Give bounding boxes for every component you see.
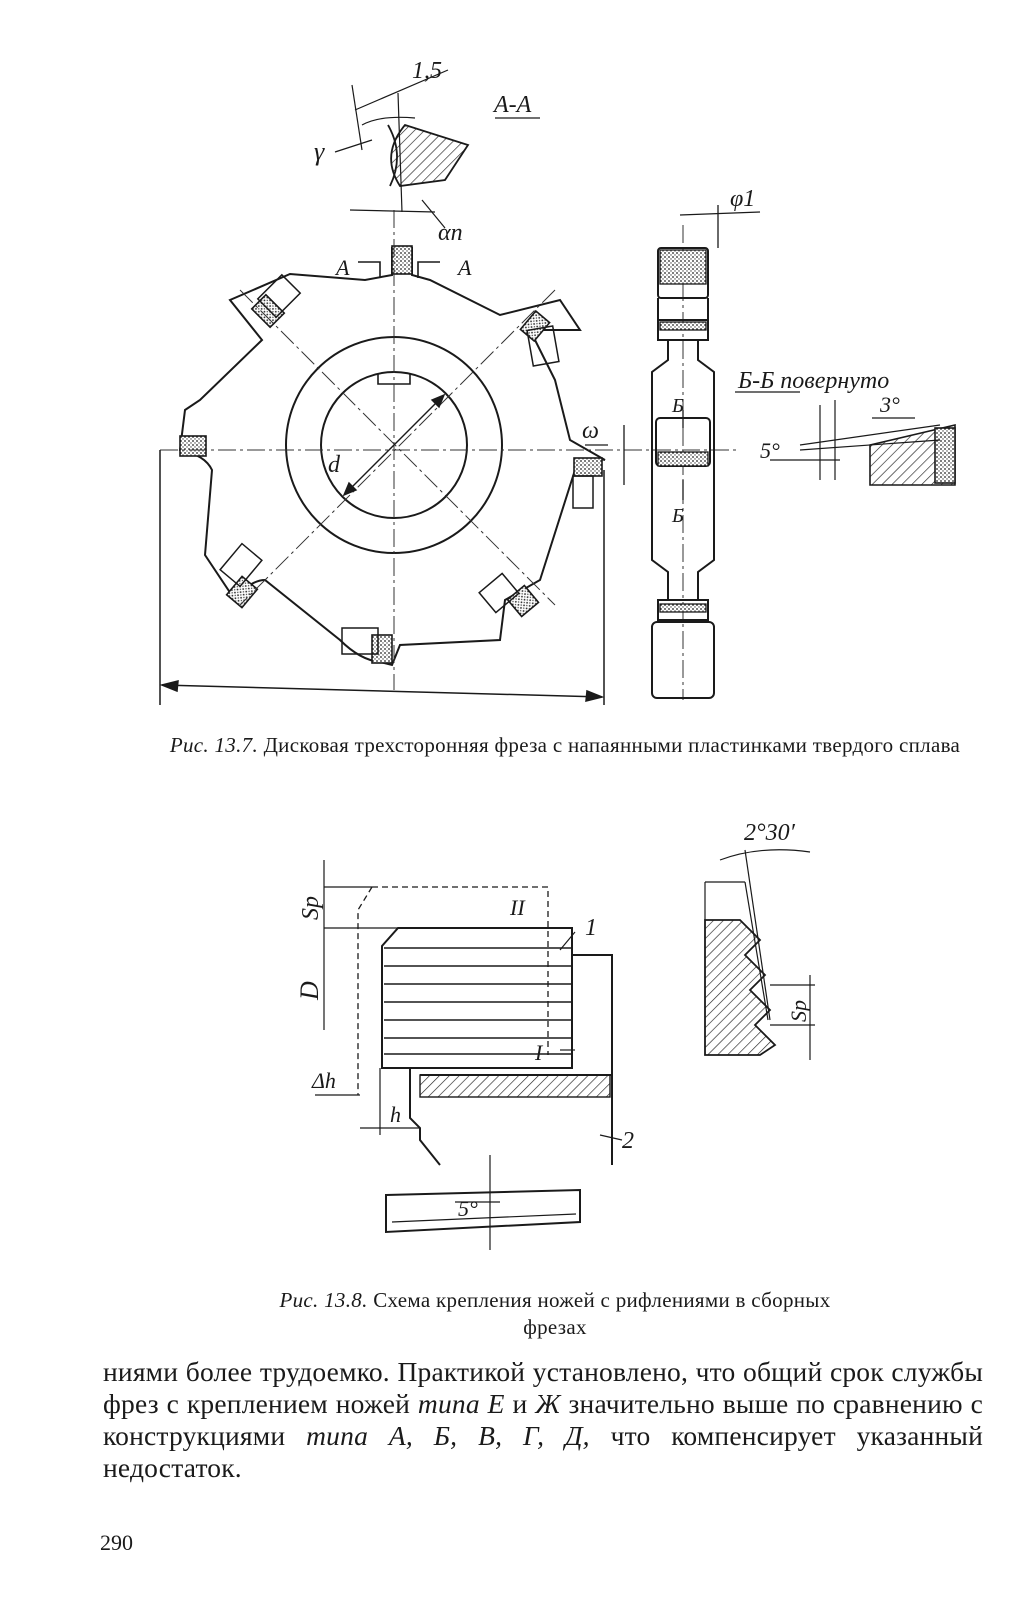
label-number-1: 1 (585, 915, 597, 941)
label-sp-left: Sp (298, 896, 324, 920)
label-angle-3: 3° (879, 392, 900, 417)
body-type-e: типа Е (417, 1388, 505, 1419)
body-types: типа А, Б, В, Г, Д, (306, 1420, 590, 1451)
caption-label: Рис. 13.8. (279, 1288, 368, 1312)
label-alpha-n: αn (438, 220, 463, 246)
label-d: d (328, 452, 341, 478)
caption-text: Схема крепления ножей с рифлениями в сбо… (373, 1288, 831, 1339)
caption-label: Рис. 13.7. (169, 733, 258, 757)
body-text-3: значительно выше по сравнению с конструк… (103, 1388, 983, 1451)
caption-text: Дисковая трехсторонняя фреза с напаянным… (263, 733, 961, 757)
figure-13-8: 2°30′ Sp II 1 D I Δh h 2 5° Sp (0, 815, 1033, 1265)
body-type-zh: Ж (535, 1388, 561, 1419)
label-angle-5: 5° (760, 438, 780, 463)
label-delta-h: Δh (311, 1068, 336, 1093)
label-cut-a-right: А (456, 255, 472, 280)
label-sp-right: Sp (786, 1000, 811, 1022)
label-section-b-b: Б-Б повернуто (737, 368, 889, 394)
label-dim-1-5: 1,5 (412, 58, 442, 84)
body-text-4: что компенсирует указанный недостаток. (103, 1420, 983, 1483)
label-roman-1: I (534, 1040, 544, 1065)
figure-13-7: 1,5 А-А γ αn φ1 А А Б-Б повернуто 3° 5° … (0, 40, 1033, 720)
label-roman-2: II (509, 895, 526, 920)
knife-mount-diagram: 2°30′ Sp II 1 D I Δh h 2 5° Sp (295, 820, 815, 1250)
body-text-2: и (504, 1388, 536, 1419)
label-gamma: γ (314, 137, 325, 166)
label-cut-a-left: А (334, 255, 350, 280)
label-angle-2-30: 2°30′ (744, 820, 796, 846)
label-number-2: 2 (622, 1128, 634, 1154)
label-h: h (390, 1102, 401, 1127)
label-cut-b-bottom: Б (671, 505, 684, 527)
label-phi-1: φ1 (730, 186, 755, 212)
label-section-a-a: А-А (492, 92, 532, 118)
caption-figure-13-8: Рис. 13.8. Схема крепления ножей с рифле… (245, 1287, 865, 1341)
body-text-1: ниями более трудоемко. Практикой установ… (103, 1356, 983, 1419)
caption-figure-13-7: Рис. 13.7. Дисковая трехсторонняя фреза … (150, 732, 980, 759)
label-omega: ω (582, 418, 599, 444)
label-D: D (295, 981, 324, 1001)
label-cut-b-top: Б (671, 395, 684, 417)
label-angle-5-wedge: 5° (458, 1196, 478, 1221)
page-number: 290 (100, 1530, 133, 1555)
body-paragraph: ниями более трудоемко. Практикой установ… (103, 1356, 983, 1484)
cutter-drawing: 1,5 А-А γ αn φ1 А А Б-Б повернуто 3° 5° … (159, 58, 956, 705)
